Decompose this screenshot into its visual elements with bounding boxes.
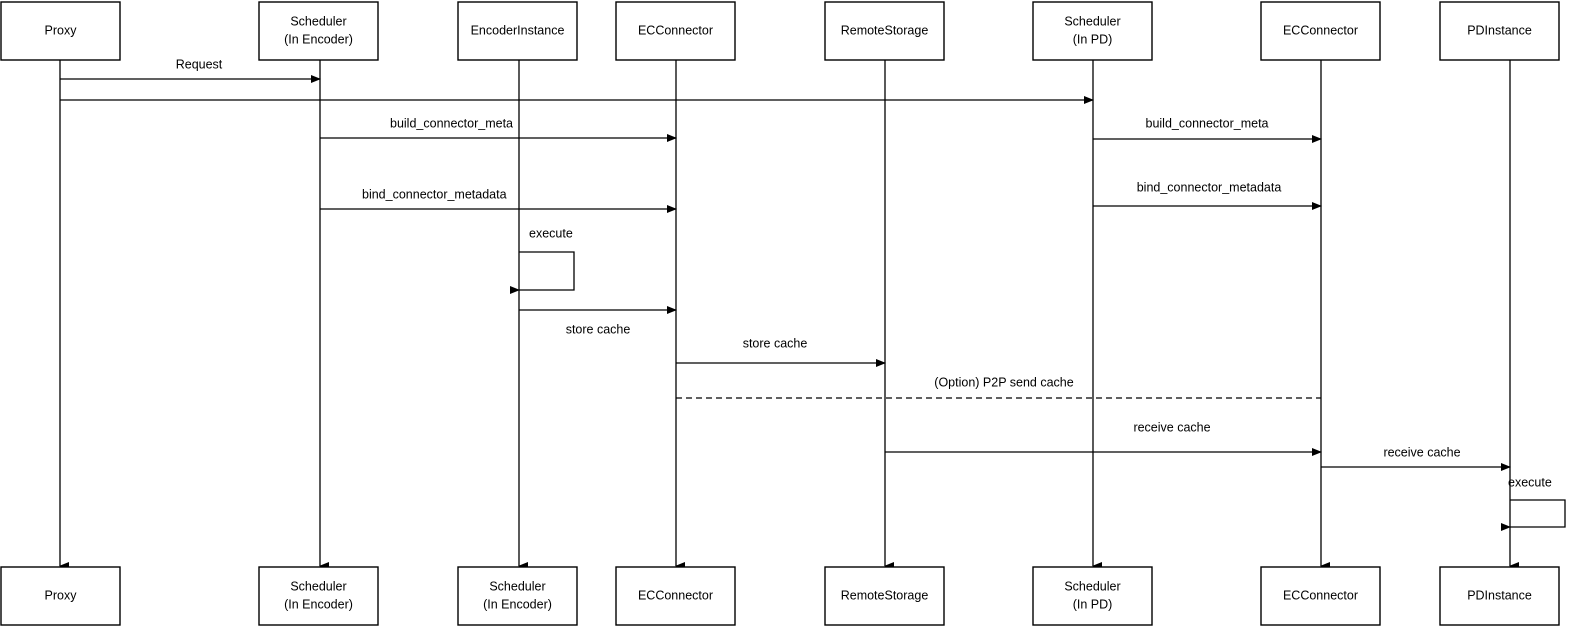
participant-box-top-remote[interactable] [824,1,945,61]
participant-sublabel-top-sched_enc: (In Encoder) [284,32,353,46]
participant-sublabel-bottom-sched_enc: (In Encoder) [284,597,353,611]
participant-box-top-encoder_inst[interactable] [457,1,578,61]
messages-group: Request build_connector_meta build_connect… [60,57,1511,471]
header-boxes-group: Proxy Scheduler (In Encoder) EncoderInstanc… [0,1,1560,61]
participant-label-top-sched_pd: Scheduler [1064,14,1120,28]
participant-box-bottom-pd_inst[interactable] [1439,566,1560,626]
participant-box-bottom-sched_pd[interactable] [1032,566,1153,626]
participant-label-top-ec_right: ECConnector [1283,23,1358,37]
participant-label-bottom-proxy: Proxy [45,588,78,602]
participant-label-top-ec_left: ECConnector [638,23,713,37]
participant-label-bottom-remote: RemoteStorage [841,588,929,602]
message-label-m1: Request [176,57,223,71]
message-label-m10: receive cache [1133,420,1210,434]
participant-box-top-pd_inst[interactable] [1439,1,1560,61]
participant-sublabel-bottom-encoder_inst: (In Encoder) [483,597,552,611]
participant-box-top-ec_left[interactable] [615,1,736,61]
message-label-m8: store cache [743,336,808,350]
participant-box-bottom-remote[interactable] [824,566,945,626]
participant-box-bottom-encoder_inst[interactable] [457,566,578,626]
participant-label-bottom-ec_right: ECConnector [1283,588,1358,602]
message-label-m3: build_connector_meta [390,116,513,130]
message-label-m11: receive cache [1383,445,1460,459]
participant-label-top-remote: RemoteStorage [841,23,929,37]
footer-boxes-group: Proxy Scheduler (In Encoder) Scheduler (In E… [0,566,1560,626]
self-message-label-s1: execute [529,226,573,240]
participant-label-bottom-pd_inst: PDInstance [1467,588,1532,602]
self-message-path-s1 [510,251,575,294]
self-message-label-s2: execute [1508,475,1552,489]
participant-label-bottom-sched_enc: Scheduler [290,579,346,593]
participant-label-top-pd_inst: PDInstance [1467,23,1532,37]
participant-box-bottom-ec_right[interactable] [1260,566,1381,626]
participant-box-top-sched_pd[interactable] [1032,1,1153,61]
message-label-m4: build_connector_meta [1146,116,1269,130]
self-messages-group: execute execute [510,226,1566,531]
participant-label-bottom-sched_pd: Scheduler [1064,579,1120,593]
participant-sublabel-top-sched_pd: (In PD) [1073,32,1113,46]
participant-box-top-proxy[interactable] [0,1,121,61]
participant-label-bottom-encoder_inst: Scheduler [489,579,545,593]
participant-label-top-proxy: Proxy [45,23,78,37]
participant-label-top-sched_enc: Scheduler [290,14,346,28]
participant-label-bottom-ec_left: ECConnector [638,588,713,602]
participant-box-bottom-ec_left[interactable] [615,566,736,626]
participant-label-top-encoder_inst: EncoderInstance [471,23,565,37]
message-label-m7: store cache [566,322,631,336]
participant-sublabel-bottom-sched_pd: (In PD) [1073,597,1113,611]
lifelines-group [59,60,1519,570]
participant-box-top-sched_enc[interactable] [258,1,379,61]
message-label-m5: bind_connector_metadata [362,187,507,201]
participant-box-top-ec_right[interactable] [1260,1,1381,61]
participant-box-bottom-sched_enc[interactable] [258,566,379,626]
participant-box-bottom-proxy[interactable] [0,566,121,626]
message-label-m6: bind_connector_metadata [1137,180,1282,194]
message-label-m9: (Option) P2P send cache [934,375,1073,389]
self-message-path-s2 [1501,499,1566,531]
